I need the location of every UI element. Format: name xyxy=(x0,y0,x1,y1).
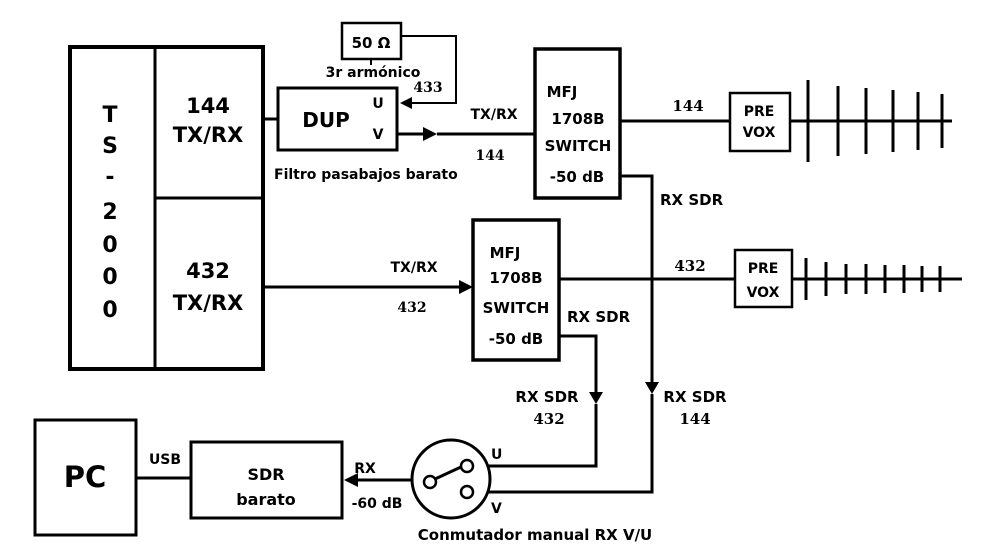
switch144-rx-label: RX SDR xyxy=(660,191,724,209)
line-433-label: 433 xyxy=(413,80,442,96)
band-432-mode: TX/RX xyxy=(173,291,244,315)
wire-rx432-to-selector xyxy=(486,404,598,468)
preamp432-line: VOX xyxy=(747,285,780,301)
radio-name-char: - xyxy=(105,165,114,190)
preamp144-line: PRE xyxy=(744,104,775,120)
radio-ts2000: T S - 2 0 0 0 144 TX/RX 432 TX/RX xyxy=(68,45,265,371)
radio-name-char: T xyxy=(102,103,117,128)
preamp432-line: PRE xyxy=(748,261,779,277)
sdr-line: SDR xyxy=(247,465,284,484)
rx-feed-432-line: 432 xyxy=(533,410,564,428)
selector-caption: Conmutador manual RX V/U xyxy=(418,526,652,544)
switch144-line: 1708B xyxy=(551,110,604,128)
arrow-head xyxy=(589,392,603,404)
duplexer: DUP U V Filtro pasabajos barato 433 144 … xyxy=(274,80,518,183)
dup-port-u: U xyxy=(372,96,383,112)
band-144-mode: TX/RX xyxy=(173,123,244,147)
switch144-line: MFJ xyxy=(547,83,578,101)
arrow-head xyxy=(423,127,437,141)
switch-432: MFJ 1708B SWITCH -50 dB xyxy=(471,218,561,362)
rx-feed-432-line: RX SDR xyxy=(515,388,579,406)
band-144-freq: 144 xyxy=(186,94,230,118)
switch432-line: SWITCH xyxy=(483,299,550,317)
switch432-out-label: 432 xyxy=(674,257,705,275)
radio-name-char: S xyxy=(102,134,118,159)
sdr-level-label: -60 dB xyxy=(352,496,403,512)
arrow-head xyxy=(645,382,659,394)
dup-label: DUP xyxy=(302,108,350,132)
switch432-in-freq: 432 xyxy=(397,300,426,316)
usb-label: USB xyxy=(149,452,181,468)
arrow-head xyxy=(459,280,473,294)
selector-port-u: U xyxy=(491,447,502,463)
dup-caption: Filtro pasabajos barato xyxy=(274,167,458,183)
dummy-load: 50 Ω 3r armónico xyxy=(326,21,457,109)
manual-rx-selector: U V Conmutador manual RX V/U xyxy=(410,438,652,544)
pc: PC xyxy=(33,418,138,537)
rx-feed-144-line: RX SDR xyxy=(663,388,727,406)
band-432-freq: 432 xyxy=(186,259,230,283)
sdr-receiver: SDR barato xyxy=(189,440,344,520)
sdr-rx-label: RX xyxy=(354,461,376,477)
radio-name-char: 2 xyxy=(102,200,117,225)
sdr-line: barato xyxy=(236,490,296,509)
switch432-in-txrx: TX/RX xyxy=(390,260,437,276)
radio-name-char: 0 xyxy=(102,265,117,290)
switch144-line: SWITCH xyxy=(545,137,612,155)
yagi-antenna-144 xyxy=(790,80,952,162)
wire-switch432-rx xyxy=(559,334,598,396)
line-144-label: 144 xyxy=(475,148,504,164)
selector-port-v: V xyxy=(491,501,502,517)
radio-name-char: 0 xyxy=(102,233,117,258)
preamp-144: PRE VOX xyxy=(728,91,792,153)
preamp-432: PRE VOX xyxy=(733,248,794,309)
switch144-out-label: 144 xyxy=(672,97,703,115)
rx-feed-144-line: 144 xyxy=(679,410,710,428)
load-label: 50 Ω xyxy=(352,34,391,52)
line-txrx-label: TX/RX xyxy=(470,107,517,123)
load-caption: 3r armónico xyxy=(326,65,421,81)
switch144-line: -50 dB xyxy=(550,168,605,186)
dup-port-v: V xyxy=(373,127,384,143)
switch-144: MFJ 1708B SWITCH -50 dB xyxy=(533,47,622,200)
arrow-head xyxy=(344,473,358,487)
yagi-antenna-432 xyxy=(792,258,962,300)
switch432-line: MFJ xyxy=(490,244,521,262)
radio-name-char: 0 xyxy=(102,298,117,323)
switch432-rx-label: RX SDR xyxy=(567,308,631,326)
preamp144-line: VOX xyxy=(743,125,776,141)
arrow-head xyxy=(400,97,412,109)
switch432-line: -50 dB xyxy=(489,330,544,348)
wire-rx144-to-selector xyxy=(486,394,654,494)
wire-switch144-rx xyxy=(620,174,654,386)
pc-label: PC xyxy=(64,460,107,494)
switch432-line: 1708B xyxy=(489,269,542,287)
